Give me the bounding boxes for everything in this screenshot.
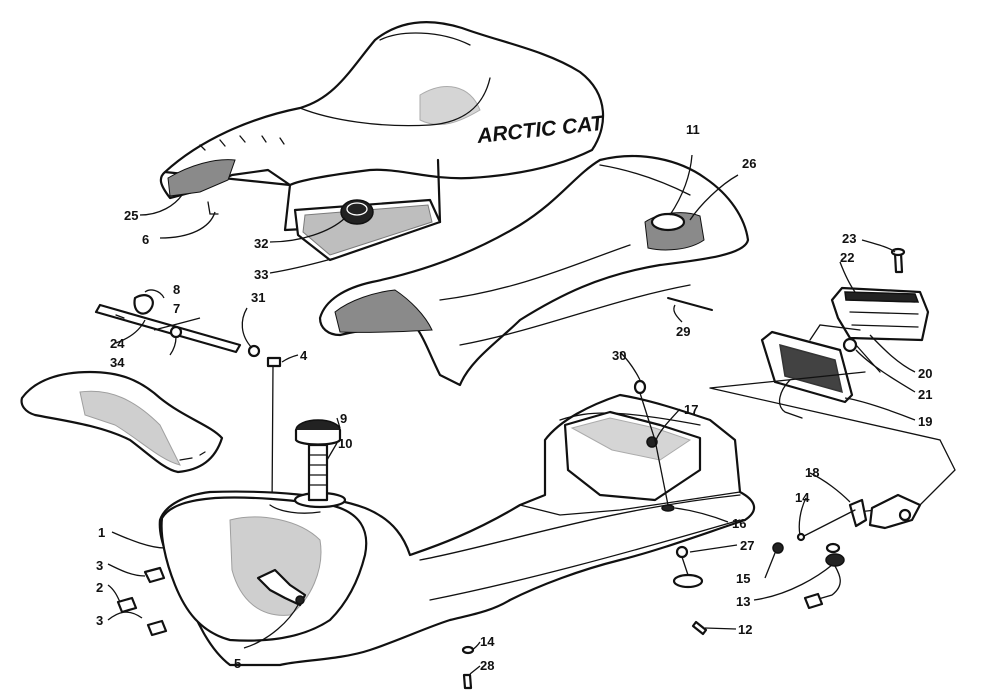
callout-18: 18 <box>805 465 819 480</box>
seat-cover: ARCTIC CAT <box>159 21 607 262</box>
taillight-screw <box>890 247 906 274</box>
fuel-cap-cover <box>340 199 374 225</box>
callout-30: 30 <box>612 348 626 363</box>
callout-2: 2 <box>96 580 103 595</box>
taillight-bracket <box>848 493 922 530</box>
tank-fittings <box>116 566 307 637</box>
bolt-12 <box>672 545 708 636</box>
callout-1: 1 <box>98 525 105 540</box>
side-panel <box>20 370 224 474</box>
callout-3a: 3 <box>96 558 103 573</box>
callout-15: 15 <box>736 571 750 586</box>
callout-14a: 14 <box>480 634 495 649</box>
callout-6: 6 <box>142 232 149 247</box>
callout-4: 4 <box>300 348 308 363</box>
callout-22: 22 <box>840 250 854 265</box>
callout-33: 33 <box>254 267 268 282</box>
callout-20: 20 <box>918 366 932 381</box>
callout-9: 9 <box>340 411 347 426</box>
seat-clip <box>207 201 219 215</box>
callout-25: 25 <box>124 208 138 223</box>
callout-19: 19 <box>918 414 932 429</box>
callout-7: 7 <box>173 301 180 316</box>
callout-5: 5 <box>234 656 241 671</box>
callout-29: 29 <box>676 324 690 339</box>
seat-rod <box>667 297 713 311</box>
callout-26: 26 <box>742 156 756 171</box>
callout-13: 13 <box>736 594 750 609</box>
callout-27: 27 <box>740 538 754 553</box>
callout-34: 34 <box>110 355 125 370</box>
callout-28: 28 <box>480 658 494 673</box>
taillight-lens <box>830 286 930 342</box>
callout-21: 21 <box>918 387 932 402</box>
leader-lines <box>107 154 916 675</box>
callout-31: 31 <box>251 290 265 305</box>
callout-23: 23 <box>842 231 856 246</box>
callout-10: 10 <box>338 436 352 451</box>
fuel-cap <box>294 419 342 502</box>
screw-28 <box>461 645 475 690</box>
seat-foam <box>318 154 750 387</box>
vent-fitting <box>266 356 282 511</box>
taillight-housing <box>760 324 861 404</box>
taillight-socket <box>803 542 845 610</box>
tunnel-hardware <box>633 379 675 512</box>
callout-3b: 3 <box>96 613 103 628</box>
callout-12: 12 <box>738 622 752 637</box>
callout-32: 32 <box>254 236 268 251</box>
callout-17: 17 <box>684 402 698 417</box>
callout-14b: 14 <box>795 490 810 505</box>
callout-24: 24 <box>110 336 125 351</box>
callout-8: 8 <box>173 282 180 297</box>
taillight-nuts <box>772 509 856 554</box>
hinge-rod <box>94 294 261 358</box>
callout-11: 11 <box>686 122 700 137</box>
callout-16: 16 <box>732 516 746 531</box>
